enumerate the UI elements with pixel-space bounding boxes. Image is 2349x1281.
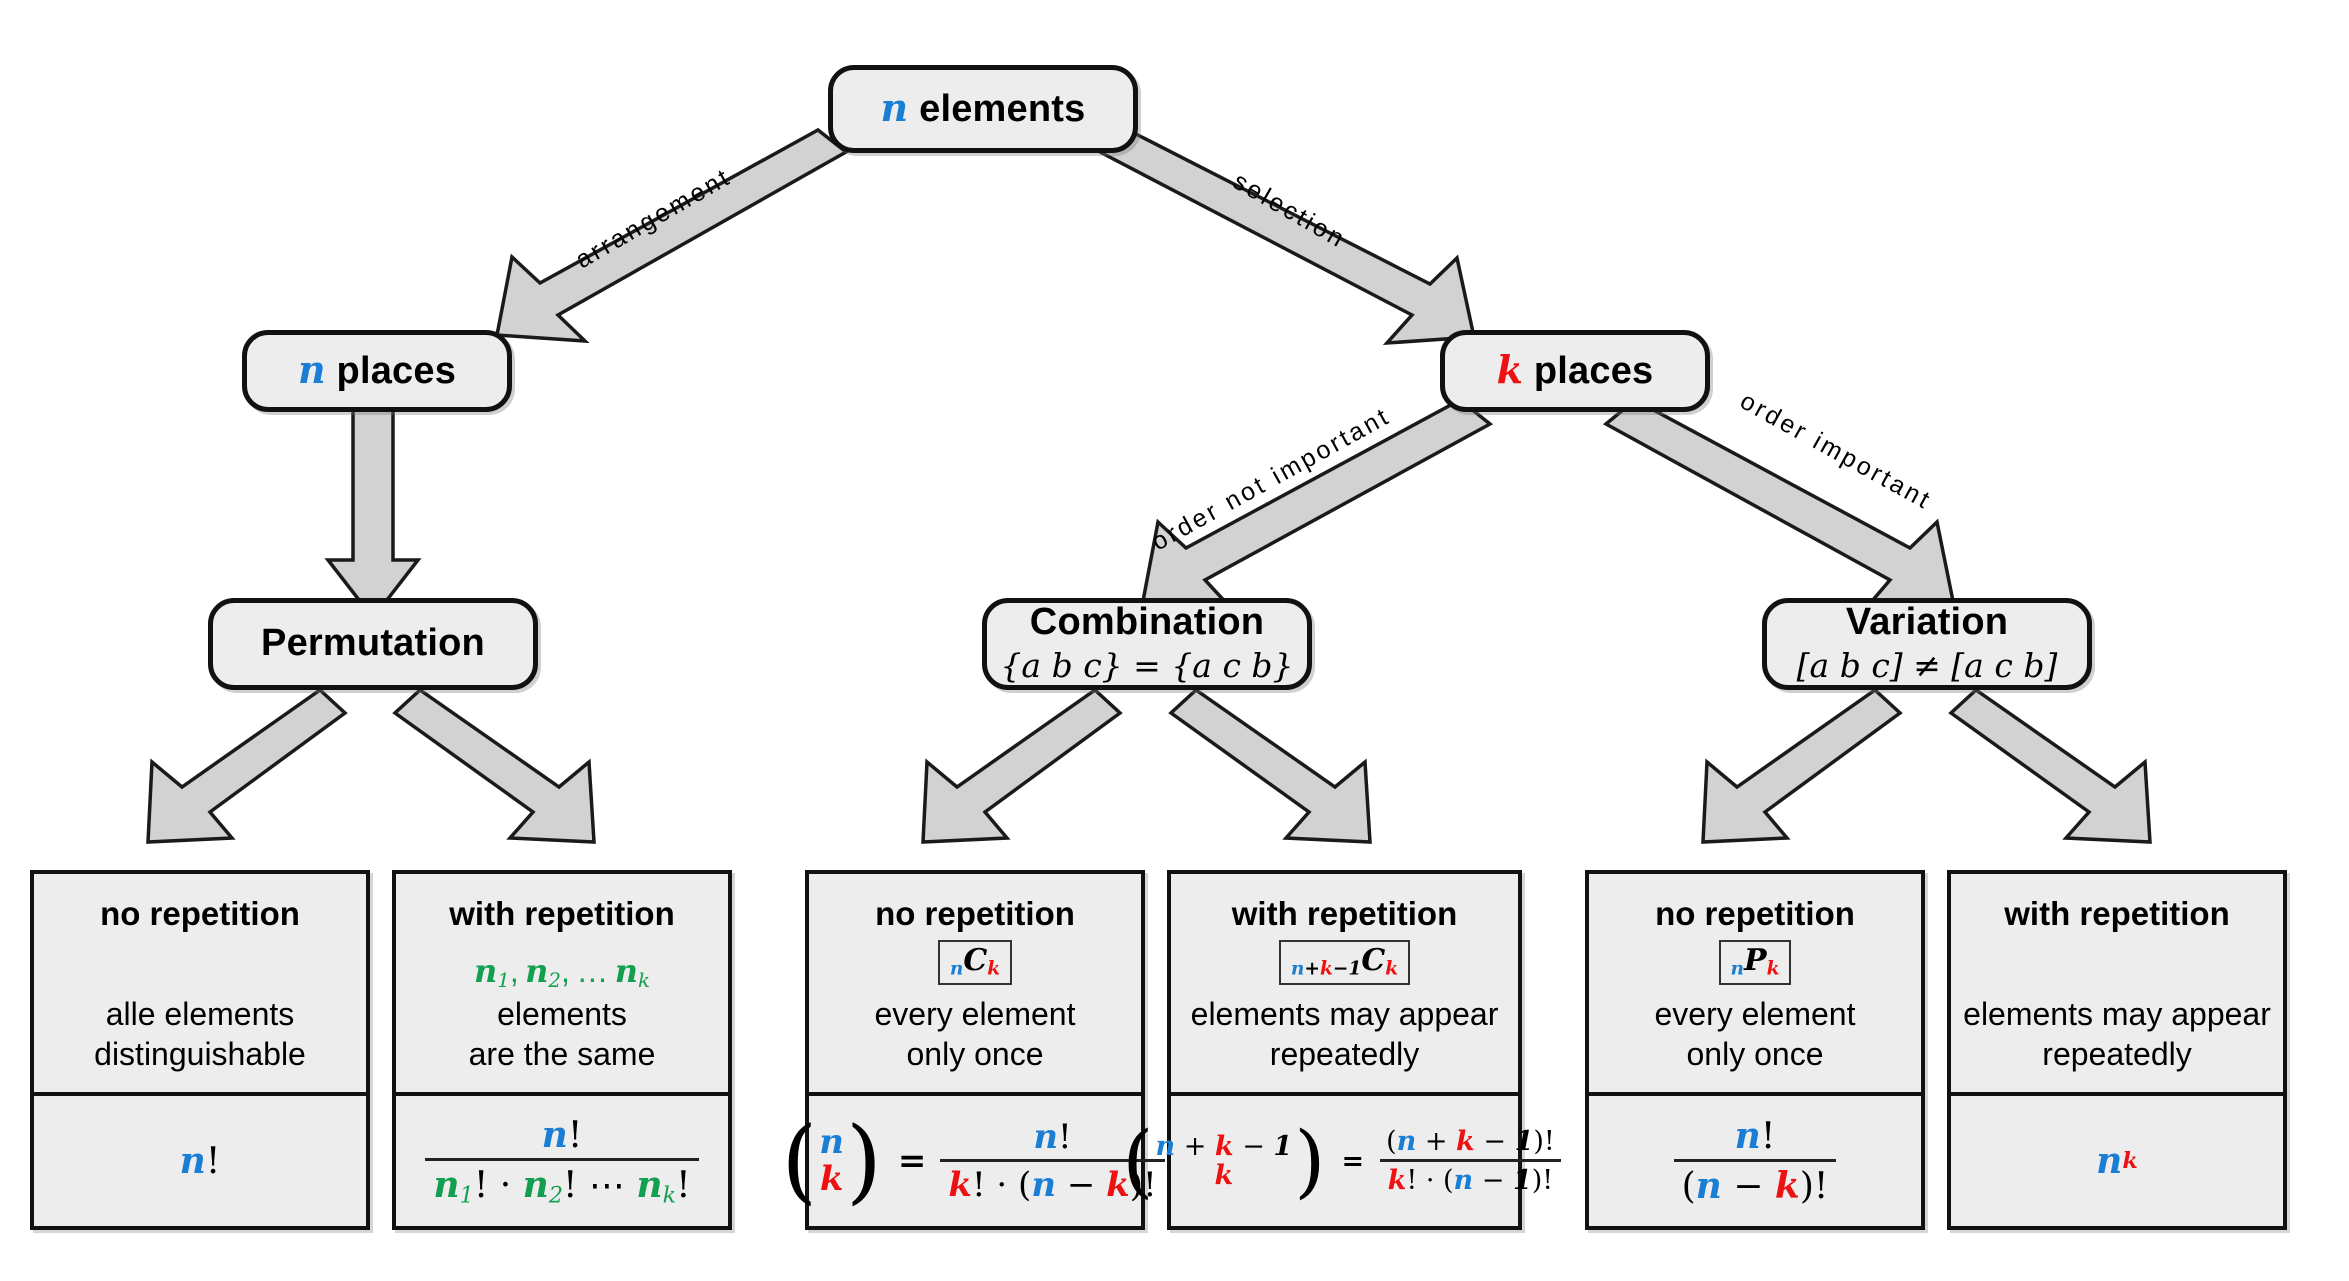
arrow-combination-no-repetition [921,687,1123,844]
arrow-selection [1096,127,1477,346]
node-k-places-label: k places [1497,350,1654,392]
leaf-upper: with repetition n1, n2, … nk elements ar… [396,874,728,1096]
arrow-variation-no-repetition [1701,687,1903,844]
leaf-desc-line2: only once [1686,1036,1824,1072]
leaf-upper: no repetition alle elements distinguisha… [34,874,366,1096]
node-variation-subtitle: [a b c] ≠ [a c b] [1796,645,2058,685]
arrow-order-not-important [1140,397,1494,610]
leaf-combination-with-repetition[interactable]: with repetition n+k−1Ck elements may app… [1122,870,1562,1230]
leaf-desc-line1: elements may appear [1963,996,2271,1032]
leaf-desc-line2: only once [906,1036,1044,1072]
node-k-places-text: places [1523,350,1654,393]
node-combination-title: Combination [1029,601,1265,644]
formula-permutation-multiset: n! n1! · n2! ⋯ nk! [421,1114,702,1208]
leaf-head: with repetition [449,895,675,932]
leaf-desc-line1: elements may appear [1190,996,1499,1032]
leaf-desc-line2: repeatedly [1269,1036,1420,1072]
leaf-description: n1, n2, … nk elements are the same [396,951,728,1074]
leaf-desc-line1: every element [874,996,1076,1032]
leaf-variation-no-repetition[interactable]: no repetition nPk every element only onc… [1585,870,1925,1230]
leaf-upper: no repetition nPk every element only onc… [1589,874,1921,1096]
node-combination[interactable]: Combination {a b c} = {a c b} [982,598,1312,690]
leaf-variation-with-repetition[interactable]: with repetition elements may appear repe… [1947,870,2287,1230]
node-n-places-text: places [325,350,457,393]
leaf-lower: n! [34,1096,366,1226]
notation-nCk: nCk [937,940,1013,986]
edge-label-selection: selection [1228,166,1352,255]
leaf-description: elements may appear repeatedly [1953,994,2281,1074]
edge-label-arrangement: arrangement [570,162,737,275]
node-n-places-label: n places [298,350,456,392]
leaf-desc-line2: distinguishable [94,1036,306,1072]
node-variation[interactable]: Variation [a b c] ≠ [a c b] [1762,598,2092,690]
symbol-n: n [297,347,326,393]
leaf-head: no repetition [1655,895,1855,932]
leaf-head: no repetition [100,895,300,932]
node-n-elements[interactable]: n elements [828,65,1138,153]
leaf-permutation-no-repetition[interactable]: no repetition alle elements distinguisha… [30,870,370,1230]
node-permutation-title: Permutation [261,622,485,665]
leaf-description: elements may appear repeatedly [1181,994,1509,1074]
arrow-permutation-no-repetition [146,687,348,844]
node-variation-title: Variation [1845,601,2009,644]
node-n-elements-label: n elements [881,88,1086,130]
notation-nPk: nPk [1718,940,1792,986]
leaf-desc-line2: are the same [468,1036,656,1072]
node-n-places[interactable]: n places [242,330,512,412]
leaf-upper: with repetition elements may appear repe… [1951,874,2283,1096]
leaf-head: no repetition [875,895,1075,932]
node-n-elements-text: elements [908,88,1086,131]
formula-n-factorial: n! [179,1140,221,1182]
leaf-combination-no-repetition[interactable]: no repetition nCk every element only onc… [781,870,1165,1230]
leaf-desc-line2: repeatedly [2042,1036,2192,1072]
node-permutation[interactable]: Permutation [208,598,538,690]
leaf-lower: n! n1! · n2! ⋯ nk! [396,1096,728,1226]
leaf-head: with repetition [2004,895,2230,932]
arrow-permutation-with-repetition [392,687,596,844]
leaf-upper: with repetition n+k−1Ck elements may app… [1171,874,1518,1096]
leaf-description: every element only once [1645,994,1866,1074]
arrow-arrangement [494,127,850,344]
arrow-combination-with-repetition [1168,687,1372,844]
arrow-variation-with-repetition [1948,687,2152,844]
leaf-desc-line1: alle elements [105,996,295,1032]
leaf-description: every element only once [865,994,1086,1074]
leaf-desc-line1: every element [1654,996,1856,1032]
leaf-description: alle elements distinguishable [84,994,316,1074]
leaf-upper: no repetition nCk every element only onc… [809,874,1141,1096]
leaf-head: with repetition [1231,895,1458,932]
node-combination-subtitle: {a b c} = {a c b} [1000,645,1294,685]
edge-label-order-not-important: order not important [1146,401,1396,557]
leaf-permutation-with-repetition[interactable]: with repetition n1, n2, … nk elements ar… [392,870,732,1230]
formula-variation: n! (n − k)! [1670,1115,1841,1207]
symbol-k: k [1496,347,1524,393]
arrow-n-places-permutation [324,388,422,621]
leaf-lower: n! (n − k)! [1589,1096,1921,1226]
leaf-desc-multiset: n1, n2, … nk elements [473,952,651,1032]
edge-label-order-important: order important [1735,386,1937,516]
node-k-places[interactable]: k places [1440,330,1710,412]
notation-n-plus-k-minus-1-C-k: n+k−1Ck [1278,940,1411,986]
symbol-n: n [880,85,909,131]
